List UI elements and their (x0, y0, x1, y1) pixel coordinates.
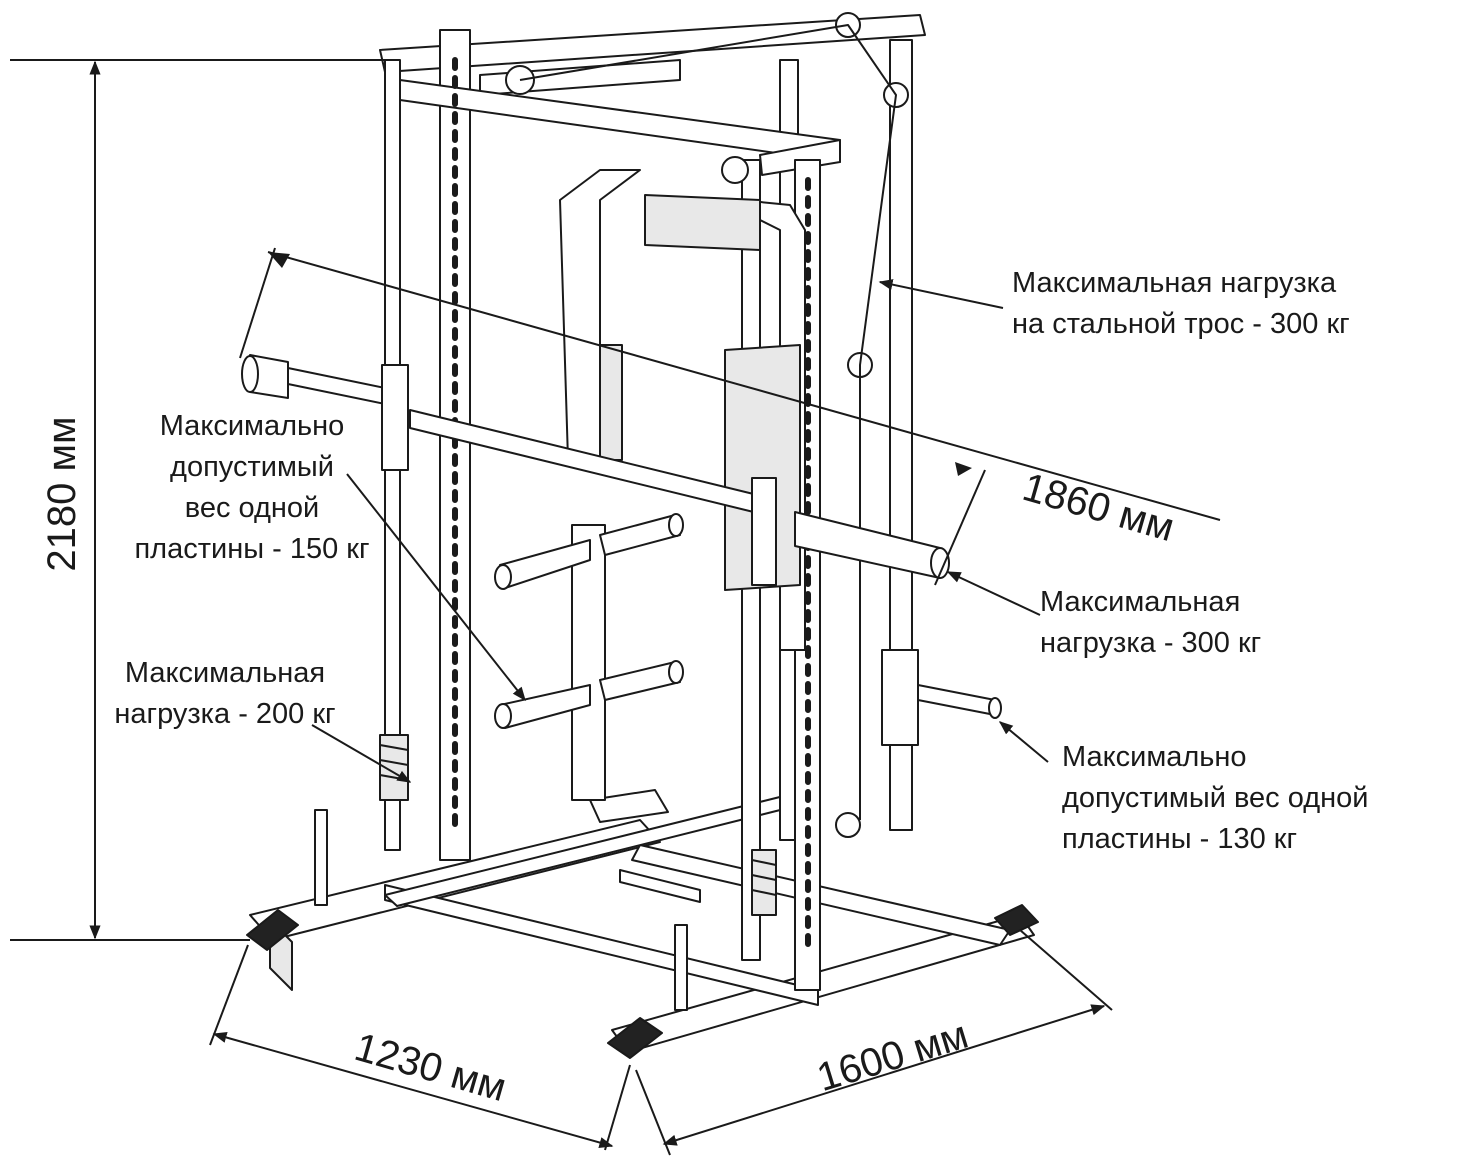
plate-storage-line-4: пластины - 150 кг (134, 533, 370, 565)
cable-load-line-2: на стальной трос - 300 кг (1012, 308, 1350, 340)
plate-storage-pegs (494, 513, 684, 801)
bar-load-callout: Максимальная нагрузка - 300 кг (1040, 582, 1261, 664)
height-dimension-label: 2180 мм (40, 394, 84, 594)
weight-stack (599, 194, 801, 591)
bar-load-line-1: Максимальная (1040, 586, 1241, 618)
dimension-lines (10, 59, 1221, 1156)
rubber-feet (246, 904, 1039, 1059)
bar-length-arrowhead-right (955, 462, 972, 476)
cable-load-line-1: Максимальная нагрузка (1012, 267, 1337, 299)
safety-springs (379, 734, 777, 916)
bar-load-line-2: нагрузка - 300 кг (1040, 627, 1262, 659)
spring-load-callout: Максимальная нагрузка - 200 кг (100, 653, 350, 735)
cable-load-callout: Максимальная нагрузка на стальной трос -… (1012, 263, 1350, 345)
base-frame (249, 789, 1035, 1053)
plate-storage-line-2: допустимый (170, 451, 334, 483)
loading-pin-line-1: Максимально (1062, 741, 1247, 773)
plate-storage-line-3: вес одной (184, 492, 320, 524)
pulleys (505, 12, 909, 838)
loading-pin-line-3: пластины - 130 кг (1062, 823, 1298, 855)
loading-pin-callout: Максимально допустимый вес одной пластин… (1062, 737, 1368, 860)
loading-pin (881, 649, 1002, 746)
bar-carriages (381, 364, 777, 586)
loading-pin-line-2: допустимый вес одной (1062, 782, 1369, 814)
steel-cable (519, 24, 897, 820)
spring-load-line-1: Максимальная (124, 657, 326, 689)
low-pulley-handle (619, 869, 701, 903)
spring-load-line-2: нагрузка - 200 кг (114, 698, 336, 730)
plate-storage-callout: Максимально допустимый вес одной пластин… (112, 406, 392, 570)
bar-length-arrowhead (268, 252, 290, 268)
hole-columns (452, 57, 811, 953)
height-value: 2180 мм (40, 416, 84, 572)
plate-storage-line-1: Максимально (159, 410, 345, 442)
